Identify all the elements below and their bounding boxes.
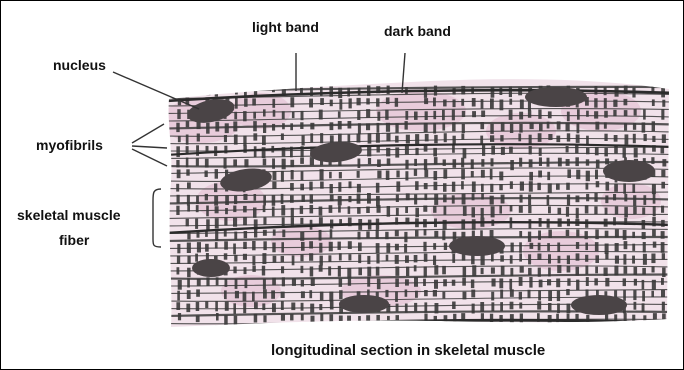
nucleus-shape [571,295,627,315]
nucleus-shape [339,295,389,313]
nucleus-shape [192,259,230,277]
skeletal-muscle-label: skeletal muscle [17,207,121,224]
dark-band-label: dark band [384,23,451,40]
light-band-label: light band [252,19,319,36]
nucleus-pointer [113,72,199,109]
myofibrils-pointer-upper [132,124,164,143]
myofibrils-pointer-middle [132,146,167,148]
fiber-bracket [153,189,161,247]
nucleus-shape [525,87,587,107]
myofibrils-label: myofibrils [36,137,103,154]
diagram-caption: longitudinal section in skeletal muscle [271,342,545,359]
myofibrils-pointer-lower [132,149,167,166]
nucleus-shape [603,160,655,182]
nucleus-shape [449,236,505,256]
fiber-label: fiber [59,232,89,249]
nucleus-label: nucleus [53,57,106,74]
